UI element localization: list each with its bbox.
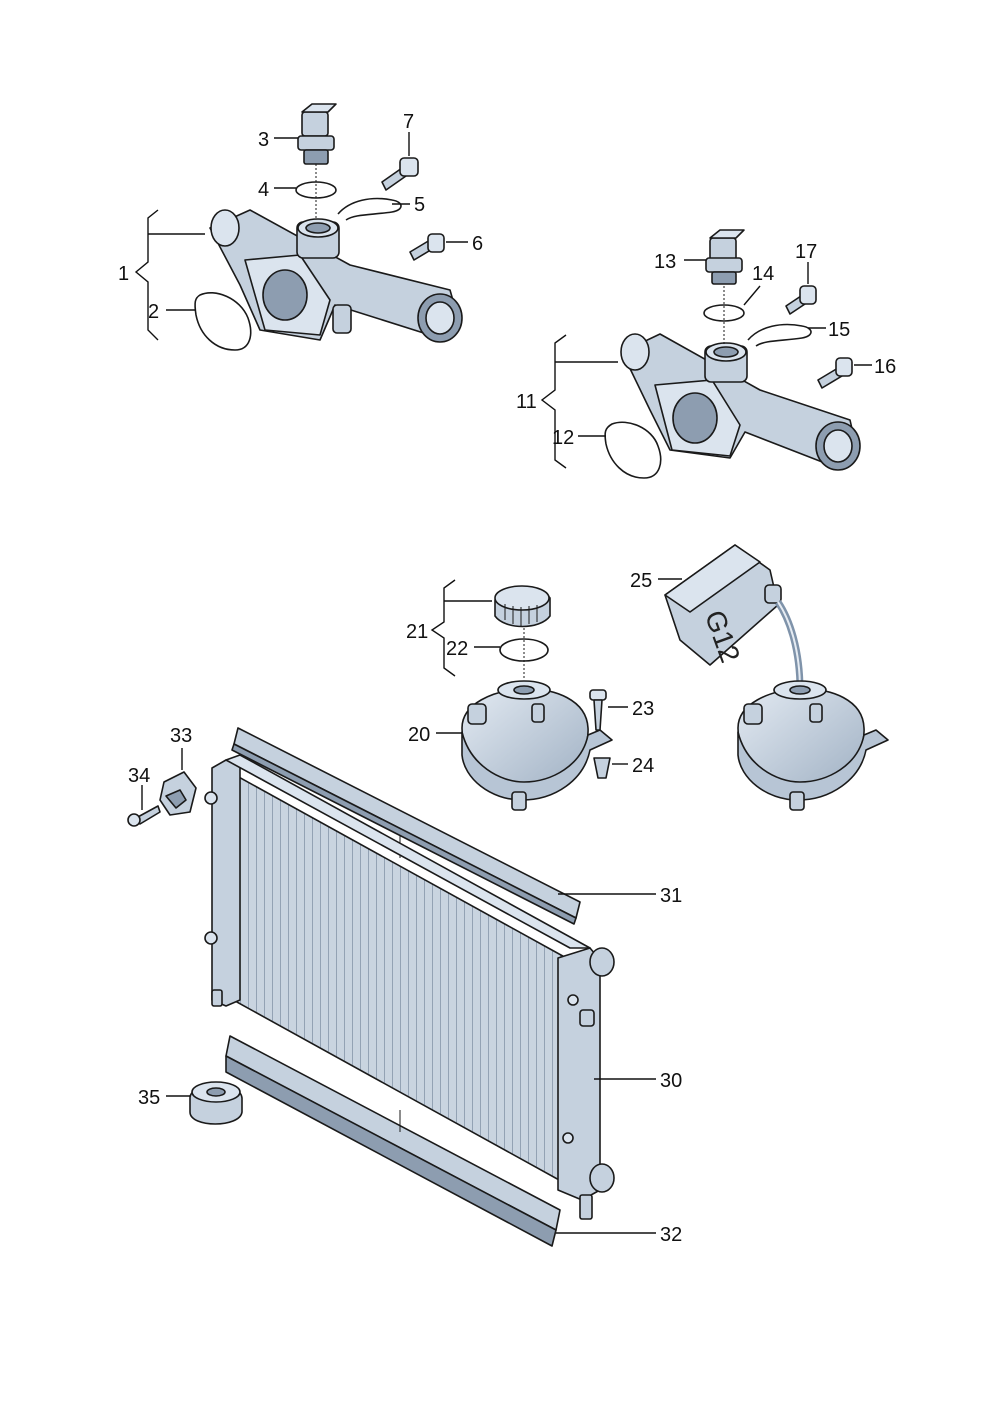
label-20: 20 [408, 724, 430, 746]
rubber-mount-35 [189, 1081, 243, 1125]
label-14: 14 [752, 263, 774, 285]
label-33: 33 [170, 725, 192, 747]
label-16: 16 [874, 356, 896, 378]
bolt-16 [817, 357, 853, 389]
label-2: 2 [148, 301, 159, 323]
bracket-1 [134, 209, 159, 341]
expansion-tank-filling [737, 680, 889, 811]
radiator-assembly: 31 30 32 [127, 725, 682, 1247]
gasket-12 [604, 421, 662, 479]
expansion-tank-assembly: 21 22 20 23 [406, 579, 654, 811]
bolt-17 [785, 285, 817, 315]
screw-23 [589, 689, 607, 731]
label-23: 23 [632, 698, 654, 720]
screw-34 [127, 805, 161, 827]
coolant-flange-assembly-1: 1 2 3 4 [118, 103, 483, 351]
filler-cap [494, 585, 551, 628]
coolant-flange-assembly-11: 11 12 13 14 15 [516, 229, 896, 479]
leader-14 [743, 285, 761, 306]
label-25: 25 [630, 570, 652, 592]
temperature-sender-3 [297, 103, 337, 165]
bracket-11 [540, 334, 567, 469]
label-34: 34 [128, 765, 150, 787]
label-13: 13 [654, 251, 676, 273]
label-7: 7 [403, 111, 414, 133]
retaining-clip-15 [747, 323, 812, 347]
temperature-sender-13 [705, 229, 745, 285]
coolant-flange-11 [620, 333, 861, 471]
expansion-tank-20 [461, 680, 613, 811]
bolt-7 [381, 157, 419, 191]
mounting-bracket-33 [159, 771, 197, 816]
label-1: 1 [118, 263, 129, 285]
label-17: 17 [795, 241, 817, 263]
label-30: 30 [660, 1070, 682, 1092]
label-3: 3 [258, 129, 269, 151]
gasket-2 [194, 291, 252, 351]
label-22: 22 [446, 638, 468, 660]
air-guide-upper-31 [231, 727, 581, 925]
label-21: 21 [406, 621, 428, 643]
label-11: 11 [516, 391, 537, 413]
label-15: 15 [828, 319, 850, 341]
coolant-flange-1 [209, 209, 463, 343]
label-35: 35 [138, 1087, 160, 1109]
label-4: 4 [258, 179, 269, 201]
air-guide-lower-32 [225, 1035, 561, 1247]
bracket-21 [430, 579, 456, 677]
o-ring-14 [703, 304, 745, 322]
label-12: 12 [552, 427, 574, 449]
label-5: 5 [414, 194, 425, 216]
coolant-canister-25: G12 [664, 544, 804, 691]
label-32: 32 [660, 1224, 682, 1246]
label-31: 31 [660, 885, 682, 907]
clip-nut-24 [593, 757, 611, 779]
bolt-6 [409, 233, 445, 261]
label-6: 6 [472, 233, 483, 255]
radiator-30 [204, 754, 615, 1220]
label-24: 24 [632, 755, 654, 777]
retaining-clip-5 [337, 197, 402, 221]
